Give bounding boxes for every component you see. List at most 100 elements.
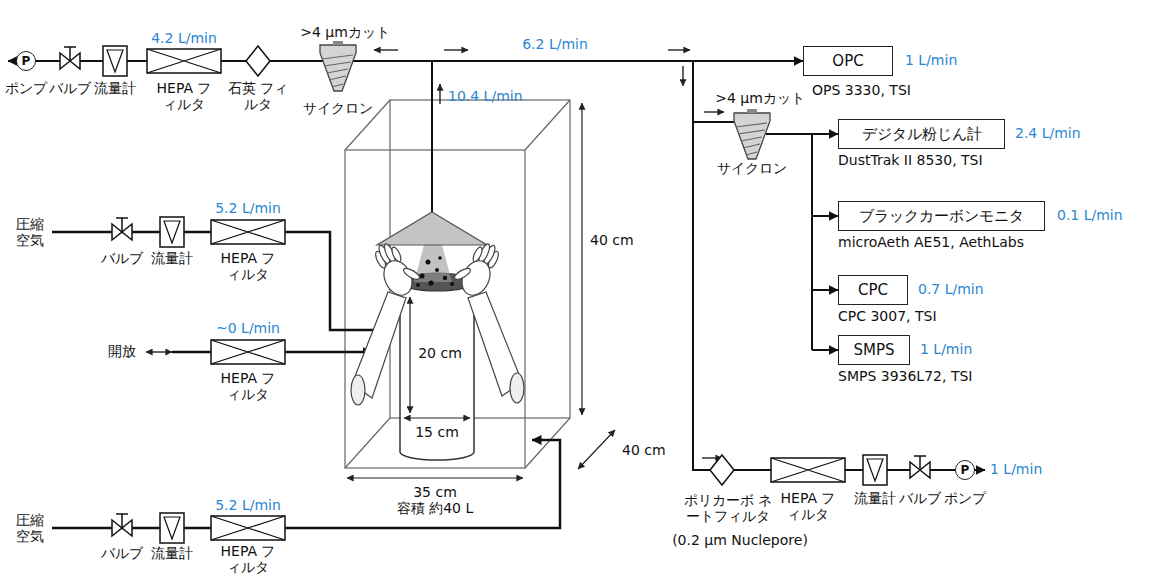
flow-rate: 1 L/min <box>920 341 972 357</box>
part-label: >4 μmカット <box>300 24 390 40</box>
dimension-arrow <box>578 430 615 469</box>
flow-lines <box>52 232 385 330</box>
part-label: ポンプ <box>5 80 47 96</box>
glove-hands <box>351 375 365 405</box>
part-label: ポリカーボ ネートフィルタ <box>678 492 778 524</box>
chamber-box <box>345 150 525 468</box>
dimension-arrow <box>347 477 523 478</box>
part-label: 圧縮 空気 <box>13 216 47 248</box>
part-label: 40 cm <box>622 442 666 458</box>
part-label: (0.2 μm Nuclepore) <box>672 532 808 548</box>
part-label: バルブ <box>899 490 941 506</box>
sampling-hood <box>450 282 454 286</box>
direction-arrow <box>439 84 440 104</box>
line-symbols <box>211 220 285 244</box>
part-label: HEPA フィルタ <box>153 80 215 112</box>
line-symbols <box>771 458 845 482</box>
flow-lines <box>812 349 838 351</box>
part-label: 流量計 <box>151 250 193 266</box>
line-symbols <box>112 218 132 240</box>
glove-hands <box>453 266 472 281</box>
part-label: >4 μmカット <box>715 90 805 106</box>
flow-rate: 5.2 L/min <box>215 497 281 513</box>
flow-lines <box>52 440 560 528</box>
flow-rate: 1 L/min <box>905 52 957 68</box>
part-label: 容積 約40 L <box>397 500 474 516</box>
sample-cylinder <box>400 282 474 460</box>
line-symbols <box>211 340 285 364</box>
part-label: HEPA フィルタ <box>217 250 279 282</box>
part-label: 40 cm <box>590 232 634 248</box>
direction-arrow <box>146 351 172 352</box>
instrument-box: ブラックカーボンモニタ <box>838 201 1045 231</box>
part-label: 開放 <box>108 343 136 359</box>
line-symbols <box>863 455 887 485</box>
direction-arrow <box>668 49 690 50</box>
part-label: ポンプ <box>944 490 986 506</box>
sampling-hood <box>428 280 433 285</box>
part-label: 35 cm <box>413 484 457 500</box>
part-label: 流量計 <box>94 80 136 96</box>
part-label: 流量計 <box>151 545 193 561</box>
line-symbols <box>103 46 127 76</box>
part-label: バルブ <box>49 80 91 96</box>
flow-rate: ~0 L/min <box>216 320 280 336</box>
pump-symbol: P <box>16 51 36 71</box>
sampling-hood <box>377 212 487 245</box>
part-label: バルブ <box>101 250 143 266</box>
flow-rate: 2.4 L/min <box>1015 125 1081 141</box>
line-symbols <box>112 514 132 536</box>
instrument-box: CPC <box>838 275 908 305</box>
pump-symbol: P <box>955 460 975 480</box>
part-label: 石英 フィルタ <box>227 80 289 112</box>
flow-lines <box>811 134 813 350</box>
instrument-box: デジタル粉じん計 <box>838 119 1005 149</box>
line-symbols <box>734 109 770 159</box>
flow-rate: 10.4 L/min <box>448 88 523 104</box>
line-symbols <box>710 455 734 485</box>
flow-lines <box>812 289 838 291</box>
line-symbols <box>246 46 270 76</box>
part-label: 圧縮 空気 <box>13 512 47 544</box>
part-label: サイクロン <box>717 160 787 176</box>
sample-cylinder <box>400 273 474 460</box>
part-label: HEPA フィルタ <box>217 370 279 402</box>
flow-lines <box>431 61 433 212</box>
flow-rate: 6.2 L/min <box>522 36 588 52</box>
part-label: 流量計 <box>854 490 896 506</box>
flow-lines <box>812 215 838 217</box>
sampling-hood <box>426 260 431 265</box>
line-symbols <box>147 49 221 73</box>
pump-letter: P <box>961 463 970 477</box>
glove-hands <box>510 373 524 403</box>
instrument-name: CPC <box>858 281 888 299</box>
line-symbols <box>320 41 356 91</box>
direction-arrow <box>374 49 398 50</box>
line-symbols <box>60 41 930 543</box>
sample-cylinder <box>409 297 410 413</box>
part-label: バルブ <box>101 545 143 561</box>
direction-arrow <box>444 49 468 50</box>
part-label: CPC 3007, TSI <box>838 308 937 324</box>
instrument-name: ブラックカーボンモニタ <box>859 207 1024 226</box>
line-symbols <box>160 217 184 247</box>
instrument-name: デジタル粉じん計 <box>862 125 982 144</box>
glove-hands <box>351 235 524 405</box>
chamber-box <box>345 100 570 468</box>
direction-arrow <box>682 66 683 86</box>
part-label: OPS 3330, TSI <box>812 82 911 98</box>
sampling-hood <box>438 256 442 260</box>
flow-rate: 1 L/min <box>990 461 1042 477</box>
flow-lines <box>432 60 803 62</box>
part-label: HEPA フィルタ <box>777 490 839 522</box>
glove-hands <box>371 235 426 300</box>
chamber-box <box>345 100 570 468</box>
flow-lines <box>693 121 736 123</box>
instrument-name: OPC <box>832 52 863 70</box>
sampling-hood <box>416 283 420 287</box>
line-symbols <box>910 456 930 478</box>
sample-cylinder <box>404 417 470 418</box>
glove-hands <box>402 266 421 281</box>
sampling-hood <box>420 274 425 279</box>
